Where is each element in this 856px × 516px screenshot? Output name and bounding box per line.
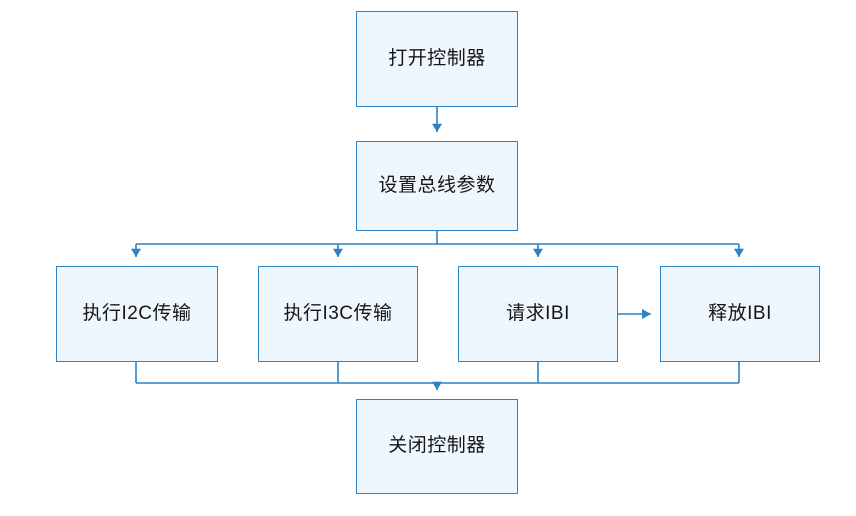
node-label: 打开控制器 xyxy=(388,47,486,69)
node-label: 关闭控制器 xyxy=(388,435,486,457)
node-set-bus-params[interactable]: 设置总线参数 xyxy=(356,141,518,231)
node-open-controller[interactable]: 打开控制器 xyxy=(356,11,518,107)
node-do-i2c-transfer[interactable]: 执行I2C传输 xyxy=(56,266,218,362)
node-label: 设置总线参数 xyxy=(378,174,496,196)
node-do-i3c-transfer[interactable]: 执行I3C传输 xyxy=(258,266,418,362)
node-request-ibi[interactable]: 请求IBI xyxy=(458,266,618,362)
node-label: 执行I2C传输 xyxy=(82,302,192,324)
node-label: 释放IBI xyxy=(708,302,772,324)
node-close-controller[interactable]: 关闭控制器 xyxy=(356,399,518,494)
node-label: 请求IBI xyxy=(506,302,570,324)
node-release-ibi[interactable]: 释放IBI xyxy=(660,266,820,362)
node-label: 执行I3C传输 xyxy=(283,302,393,324)
